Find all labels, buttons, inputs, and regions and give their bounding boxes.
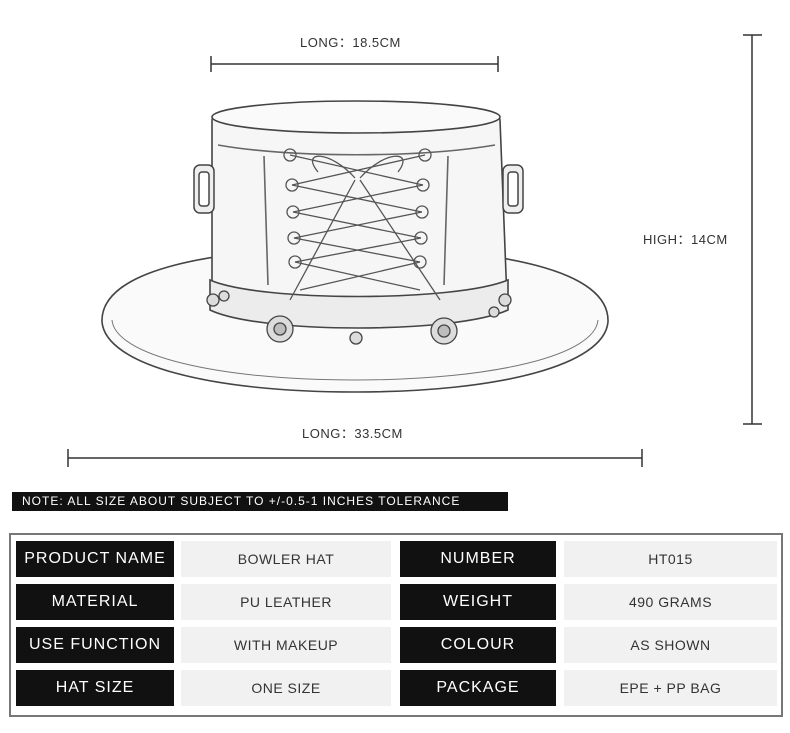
top-length-label: LONG：18.5CM <box>300 35 401 50</box>
spec-value-hat-size: ONE SIZE <box>181 670 391 706</box>
spec-label-use-function: USE FUNCTION <box>16 627 174 663</box>
decorations <box>206 290 512 345</box>
spec-label-package: PACKAGE <box>400 670 556 706</box>
height-label: HIGH：14CM <box>643 232 728 247</box>
dimension-lines <box>67 34 762 467</box>
spec-value-colour: AS SHOWN <box>564 627 777 663</box>
spec-value-product-name: BOWLER HAT <box>181 541 391 577</box>
spec-label-weight: WEIGHT <box>400 584 556 620</box>
spec-label-hat-size: HAT SIZE <box>16 670 174 706</box>
spec-label-colour: COLOUR <box>400 627 556 663</box>
spec-label-product-name: PRODUCT NAME <box>16 541 174 577</box>
spec-table: PRODUCT NAME BOWLER HAT NUMBER HT015 MAT… <box>9 533 783 717</box>
hat-illustration <box>67 34 762 467</box>
hat-crown <box>209 100 509 329</box>
lacing <box>283 148 441 301</box>
spec-value-package: EPE + PP BAG <box>564 670 777 706</box>
spec-label-material: MATERIAL <box>16 584 174 620</box>
spec-label-number: NUMBER <box>400 541 556 577</box>
bottom-length-label: LONG：33.5CM <box>302 426 403 441</box>
side-buckles <box>193 164 524 214</box>
spec-value-number: HT015 <box>564 541 777 577</box>
spec-value-weight: 490 GRAMS <box>564 584 777 620</box>
spec-value-material: PU LEATHER <box>181 584 391 620</box>
tolerance-note: NOTE: ALL SIZE ABOUT SUBJECT TO +/-0.5-1… <box>12 492 508 511</box>
spec-value-use-function: WITH MAKEUP <box>181 627 391 663</box>
